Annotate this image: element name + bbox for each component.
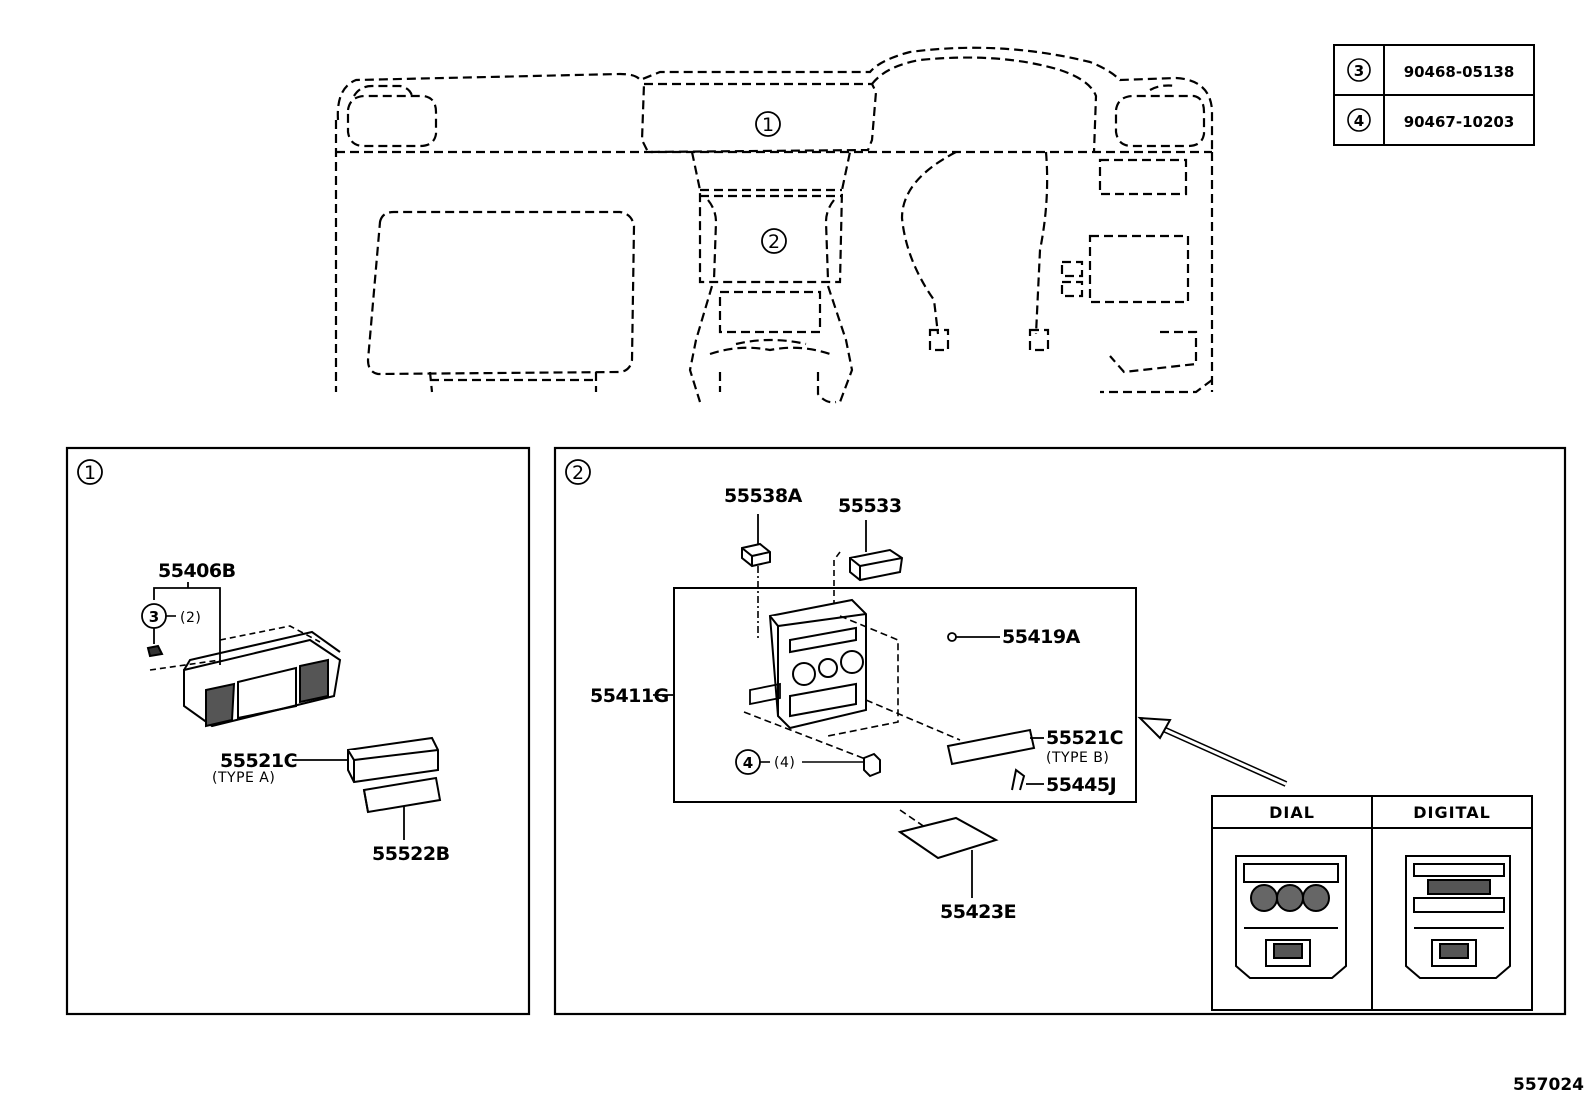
variant-label-dial: DIAL: [1269, 803, 1315, 822]
callout-55423e: 55423E: [940, 901, 1016, 923]
panel-2-tag-circle: [565, 459, 591, 485]
callout-55522b: 55522B: [372, 843, 450, 865]
part-55521c-type-b-drawing: [946, 728, 1036, 766]
callout-55419a: 55419A: [1002, 626, 1081, 648]
dashboard-overview: [334, 46, 1214, 404]
callout-55521c-a-type: (TYPE A): [212, 770, 275, 786]
digital-panel-drawing: [1405, 855, 1511, 979]
callout-55411g: 55411G: [590, 685, 669, 707]
clip-qty: (2): [180, 610, 201, 626]
panel-2-frame: [553, 446, 1567, 1016]
part-55521c-type-a-drawing: [347, 736, 439, 784]
leader-55406b: [153, 582, 221, 665]
dial-panel-drawing: [1235, 855, 1347, 979]
diagram-ref-number: 557024: [1513, 1075, 1584, 1095]
screw-4-drawing: [863, 752, 881, 778]
legend-key-circle-4: [1347, 108, 1371, 132]
callout-55406b: 55406B: [158, 560, 236, 582]
area-1-circle: [755, 111, 781, 137]
panel-1-tag: 1: [84, 462, 96, 484]
callout-55521c-b-type: (TYPE B): [1046, 750, 1109, 766]
legend-key-3: 3: [1354, 62, 1364, 80]
area-2-circle: [761, 228, 787, 254]
variant-label-digital: DIGITAL: [1413, 803, 1491, 822]
legend-table: [1333, 44, 1535, 146]
variants-table: [1211, 795, 1533, 1011]
part-55522b-drawing: [362, 776, 442, 814]
area-2-label: 2: [768, 231, 780, 253]
part-55538a-drawing: [741, 542, 771, 568]
part-55445j-drawing: [1011, 768, 1026, 791]
screw-key-4: 4: [743, 754, 753, 772]
callout-55521c-a: 55521C: [220, 750, 297, 772]
legend-part-3: 90468-05138: [1404, 63, 1515, 81]
part-55423e-drawing: [897, 816, 999, 860]
callout-55521c-b: 55521C: [1046, 727, 1123, 749]
callout-55445j: 55445J: [1046, 774, 1116, 796]
part-55406b-drawing: [146, 625, 342, 728]
legend-key-circle-3: [1347, 58, 1371, 82]
legend-part-4: 90467-10203: [1404, 113, 1515, 131]
area-1-label: 1: [762, 114, 774, 136]
screw-qty: (4): [774, 755, 795, 771]
panel-1-frame: [65, 446, 531, 1016]
heater-control-panel-drawing: [768, 598, 867, 730]
clip-key-3: 3: [149, 608, 159, 626]
callout-55533: 55533: [838, 495, 902, 517]
panel-1-tag-circle: [77, 459, 103, 485]
panel-2-tag: 2: [572, 462, 584, 484]
part-55419a-drawing: [947, 632, 957, 642]
legend-key-4: 4: [1354, 112, 1364, 130]
part-55533-drawing: [849, 548, 904, 582]
callout-55538a: 55538A: [724, 485, 803, 507]
